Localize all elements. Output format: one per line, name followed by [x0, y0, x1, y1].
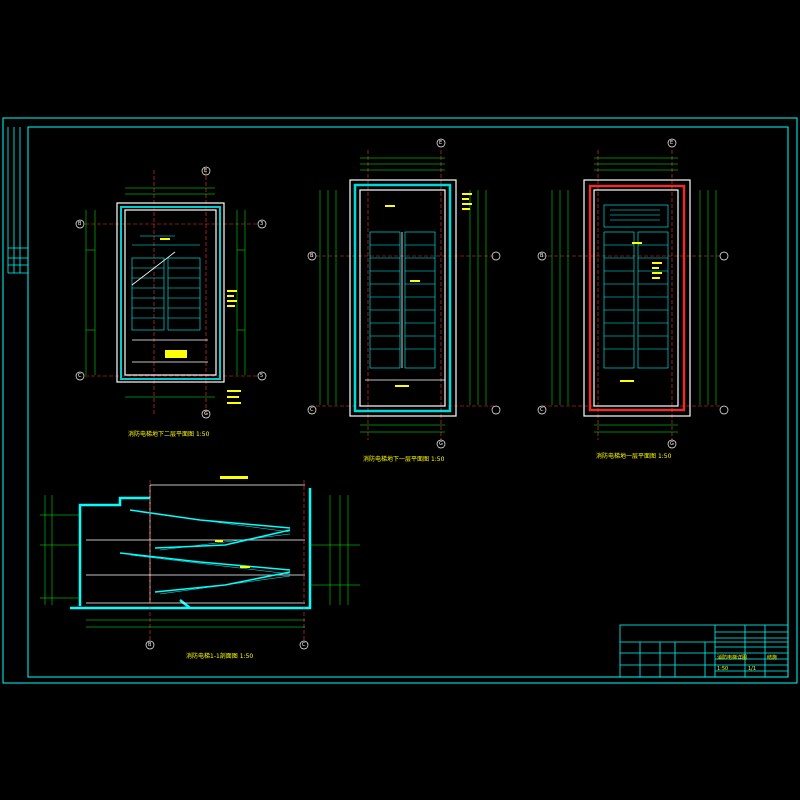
view-scale-text: 1:50 [430, 456, 445, 463]
axis-label: E [439, 140, 443, 146]
axis-label: 5 [260, 373, 264, 379]
axis-label: C [78, 373, 82, 379]
sheet-frame [2, 117, 798, 684]
view-title-plan-2: 消防电梯地下一层平面图 1:50 [363, 454, 444, 463]
axis-label: G [204, 411, 208, 417]
axis-bubbles [75, 138, 729, 650]
axis-label: E [204, 168, 208, 174]
axis-label: 3 [260, 221, 264, 227]
view-title-plan-1: 消防电梯地下二层平面图 1:50 [128, 429, 209, 438]
axis-label: C [310, 407, 314, 413]
view-title-text: 消防电梯1-1剖面图 [186, 653, 238, 660]
section-view [40, 476, 360, 640]
view-scale-text: 1:50 [657, 453, 672, 460]
view-title-plan-3: 消防电梯地一层平面图 1:50 [596, 451, 671, 460]
axis-label: B [540, 253, 544, 259]
title-block-scale: 1:50 [717, 666, 729, 672]
view-title-text: 消防电梯地一层平面图 [596, 453, 657, 460]
axis-label: C [302, 642, 306, 648]
view-title-section: 消防电梯1-1剖面图 1:50 [186, 651, 253, 660]
view-title-text: 消防电梯地下一层平面图 [363, 456, 430, 463]
axis-label: B [148, 642, 152, 648]
title-block-drawing-no: 结施 [767, 655, 778, 661]
plan-view-3 [542, 150, 722, 440]
plan-view-2 [310, 150, 495, 440]
plan-view-1 [85, 170, 258, 415]
axis-label: E [670, 140, 674, 146]
view-scale-text: 1:50 [239, 653, 254, 660]
title-block [619, 624, 789, 678]
title-block-sheet: 1/1 [748, 666, 757, 672]
axis-label: C [540, 407, 544, 413]
view-scale-text: 1:50 [195, 431, 210, 438]
axis-label: B [310, 253, 314, 259]
axis-label: G [439, 441, 443, 447]
axis-label: G [670, 441, 674, 447]
title-block-project: 消防电梯详图 [717, 655, 748, 661]
view-title-text: 消防电梯地下二层平面图 [128, 431, 195, 438]
axis-label: B [78, 221, 82, 227]
